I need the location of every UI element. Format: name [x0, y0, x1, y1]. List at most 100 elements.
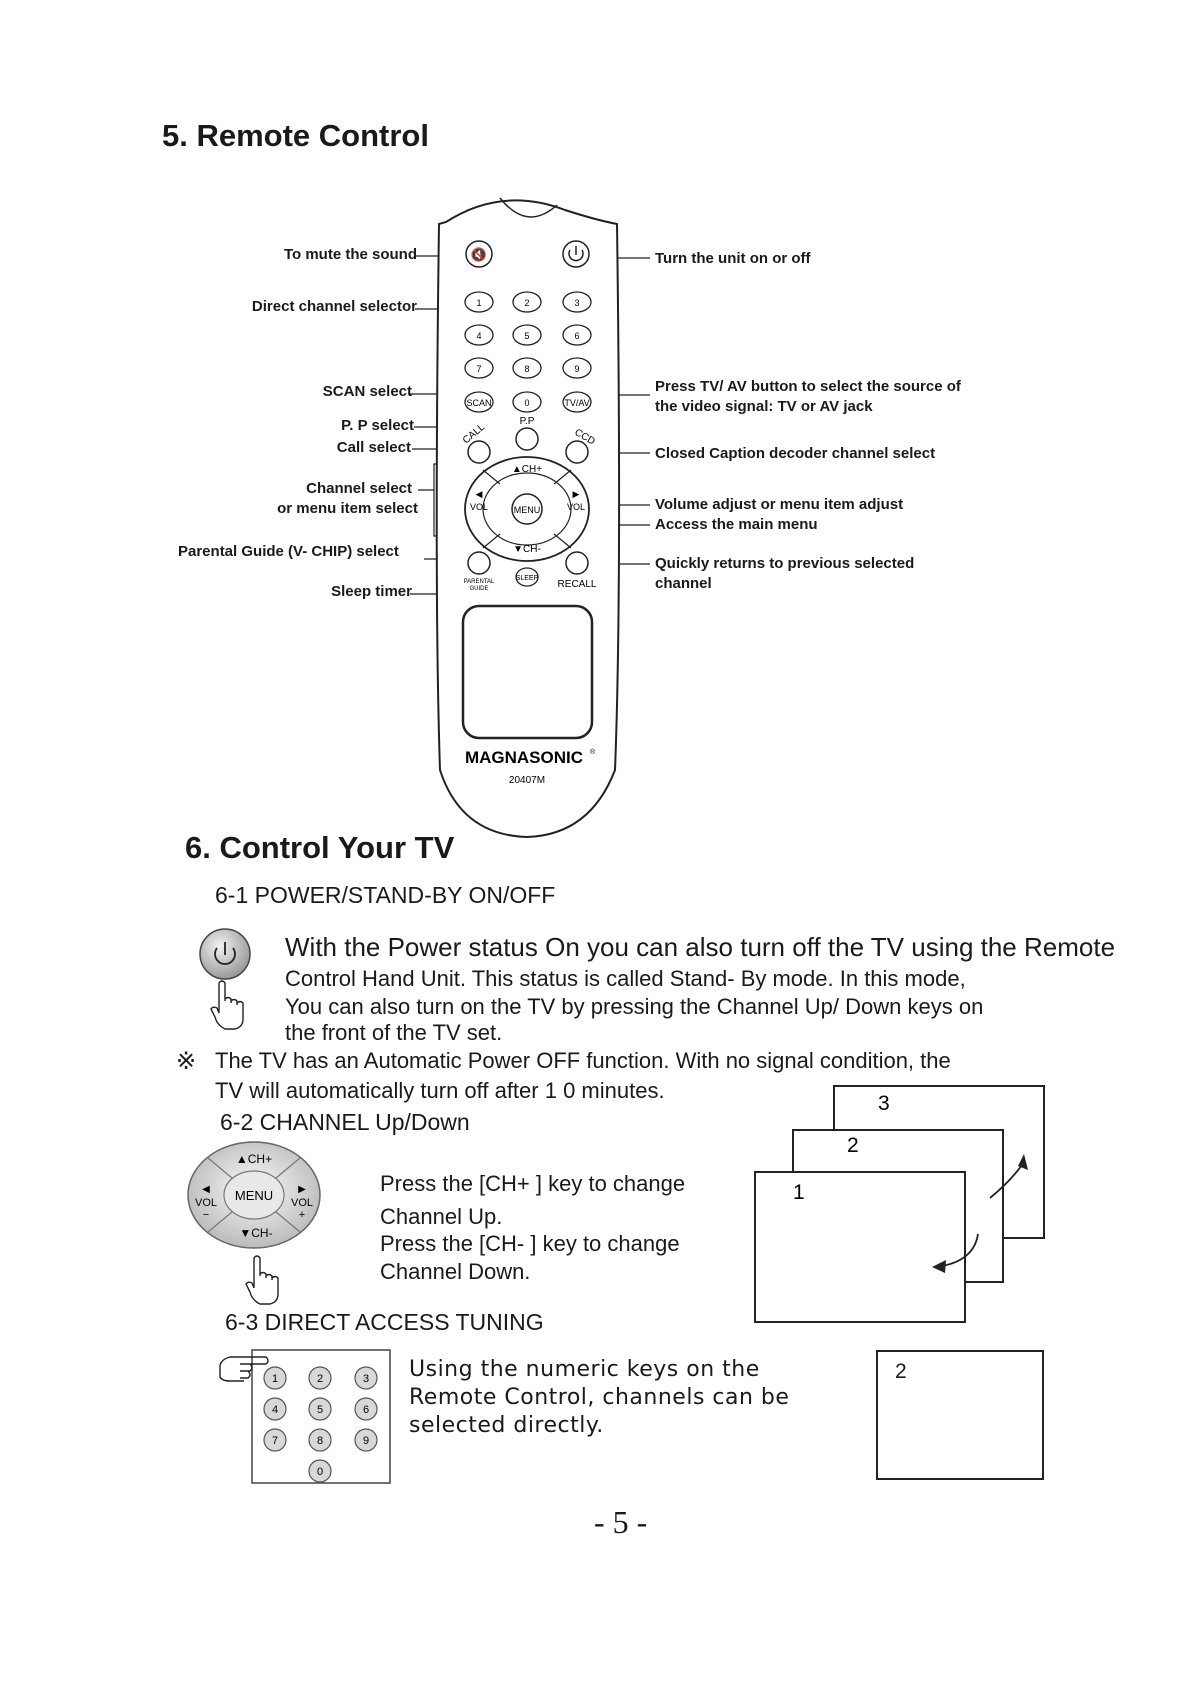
- keypad-4-button[interactable]: 4: [263, 1397, 287, 1421]
- digit-3-button[interactable]: 3: [562, 291, 592, 313]
- s63-line-3: selected directly.: [409, 1413, 604, 1438]
- digit-6-button[interactable]: 6: [562, 324, 592, 346]
- digit-6-key-label: 6: [574, 331, 579, 341]
- hand-pointer-icon: [245, 1255, 279, 1305]
- label-direct-channel: Direct channel selector: [251, 298, 417, 315]
- pad-plus-label: +: [299, 1209, 305, 1221]
- arrow-down-icon: [941, 1233, 979, 1267]
- keypad-9-label: 9: [363, 1435, 369, 1447]
- recall-button[interactable]: [565, 551, 589, 575]
- zero-button[interactable]: 0: [512, 391, 542, 413]
- keypad-5-button[interactable]: 5: [308, 1397, 332, 1421]
- keypad-9-button[interactable]: 9: [354, 1428, 378, 1452]
- label-menu: Access the main menu: [655, 516, 818, 533]
- note-mark: ※: [176, 1048, 197, 1075]
- keypad-6-label: 6: [363, 1404, 369, 1416]
- s63-line-2: Remote Control, channels can be: [409, 1385, 790, 1410]
- tvav-key-label: TV/AV: [564, 398, 589, 408]
- keypad-5-label: 5: [317, 1404, 323, 1416]
- dpad[interactable]: MENU ▲CH+ ▼CH- ◀ VOL ▶ VOL: [464, 456, 590, 562]
- keypad-2-button[interactable]: 2: [308, 1366, 332, 1390]
- digit-8-button[interactable]: 8: [512, 357, 542, 379]
- label-mute: To mute the sound: [283, 246, 417, 263]
- power-button[interactable]: [562, 240, 590, 268]
- keypad-1-button[interactable]: 1: [263, 1366, 287, 1390]
- section-6-2-title: 6-2 CHANNEL Up/Down: [220, 1109, 470, 1135]
- power-icon: [568, 249, 584, 262]
- model-number: 20407M: [509, 775, 545, 786]
- ch-down-key-label: ▼CH-: [513, 544, 541, 555]
- digit-4-button[interactable]: 4: [464, 324, 494, 346]
- section-5-title: 5. Remote Control: [162, 118, 429, 153]
- s62-line-3: Press the [CH- ] key to change: [380, 1231, 680, 1256]
- sleep-button[interactable]: SLEEP: [515, 567, 539, 587]
- mute-icon: 🔇: [471, 247, 487, 262]
- pad-ch-up-label: ▲CH+: [236, 1152, 272, 1166]
- keypad-7-label: 7: [272, 1435, 278, 1447]
- screen-1-label: 1: [793, 1181, 805, 1204]
- s61-note-1: The TV has an Automatic Power OFF functi…: [215, 1048, 951, 1073]
- keypad-3-button[interactable]: 3: [354, 1366, 378, 1390]
- sleep-key-label: SLEEP: [516, 575, 539, 582]
- digit-1-button[interactable]: 1: [464, 291, 494, 313]
- vol-left-key-label: VOL: [470, 502, 488, 512]
- digit-8-key-label: 8: [524, 364, 529, 374]
- ccd-button[interactable]: [565, 440, 589, 464]
- pp-key-label: P.P: [520, 416, 535, 427]
- keypad-6-button[interactable]: 6: [354, 1397, 378, 1421]
- channel-pad-figure: MENU ▲CH+ ▼CH- ◀ VOL − ▶ VOL +: [187, 1141, 321, 1305]
- hand-pointer-icon: [219, 1356, 269, 1382]
- parental-key-label-2: GUIDE: [469, 586, 488, 592]
- power-button-figure: [199, 928, 251, 1030]
- scan-button[interactable]: SCAN: [464, 391, 494, 413]
- pad-right-arrow: ▶: [298, 1184, 306, 1195]
- label-scan: SCAN select: [322, 383, 412, 400]
- tvav-button[interactable]: TV/AV: [562, 391, 592, 413]
- mute-button[interactable]: 🔇: [465, 240, 493, 268]
- s62-line-4: Channel Down.: [380, 1259, 531, 1284]
- ch-up-key-label: ▲CH+: [512, 464, 542, 475]
- parental-key-label-1: PARENTAL: [464, 579, 495, 585]
- digit-4-key-label: 4: [476, 331, 481, 341]
- digit-7-button[interactable]: 7: [464, 357, 494, 379]
- label-channel-select: Channel select: [306, 480, 412, 497]
- digit-5-button[interactable]: 5: [512, 324, 542, 346]
- menu-key-label: MENU: [514, 505, 541, 515]
- pad-ch-down-label: ▼CH-: [239, 1226, 272, 1240]
- section-6-3-title: 6-3 DIRECT ACCESS TUNING: [225, 1309, 544, 1335]
- section-6-1-title: 6-1 POWER/STAND-BY ON/OFF: [215, 882, 556, 908]
- label-pp: P. P select: [341, 417, 414, 434]
- recall-key-label: RECALL: [558, 579, 597, 590]
- pad-menu-label: MENU: [235, 1188, 273, 1203]
- screen-2-label: 2: [847, 1134, 859, 1157]
- direct-channel-screen-label: 2: [895, 1360, 907, 1383]
- label-sleep-timer: Sleep timer: [331, 583, 412, 600]
- label-recall-1: Quickly returns to previous selected: [655, 555, 915, 572]
- power-icon: [214, 947, 236, 965]
- direct-channel-screen: 2: [876, 1350, 1044, 1480]
- keypad-8-button[interactable]: 8: [308, 1428, 332, 1452]
- s61-line-4: the front of the TV set.: [285, 1020, 503, 1045]
- parental-button[interactable]: [467, 551, 491, 575]
- pad-vol-left-label: VOL: [195, 1197, 217, 1209]
- digit-2-key-label: 2: [524, 298, 529, 308]
- keypad-7-button[interactable]: 7: [263, 1428, 287, 1452]
- label-recall-2: channel: [655, 575, 712, 592]
- screen-3-label: 3: [878, 1092, 890, 1115]
- keypad-0-button[interactable]: 0: [308, 1459, 332, 1483]
- zero-key-label: 0: [524, 398, 529, 408]
- brand-logo: MAGNASONIC: [465, 748, 583, 767]
- section-6-title: 6. Control Your TV: [185, 830, 455, 865]
- pad-left-arrow: ◀: [202, 1184, 210, 1195]
- call-button[interactable]: [467, 440, 491, 464]
- digit-9-button[interactable]: 9: [562, 357, 592, 379]
- pp-button[interactable]: [515, 427, 539, 451]
- keypad-1-label: 1: [272, 1373, 278, 1385]
- digit-1-key-label: 1: [476, 298, 481, 308]
- digit-2-button[interactable]: 2: [512, 291, 542, 313]
- screen-1: [754, 1171, 966, 1323]
- s61-line-2: Control Hand Unit. This status is called…: [285, 966, 966, 991]
- digit-3-key-label: 3: [574, 298, 579, 308]
